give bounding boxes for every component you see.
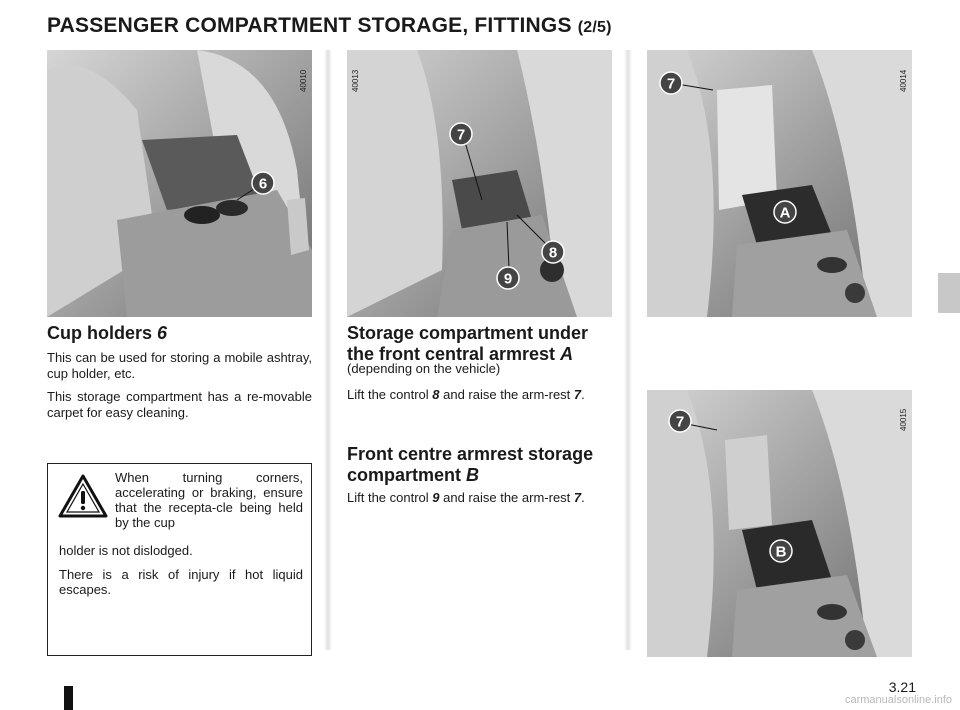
callout-8: 8 [549,245,557,262]
figure-ref-1: 40010 [299,69,308,92]
heading-storage-under: Storage compartment under the front cent… [347,323,617,365]
heading-front-centre-line1: Front centre armrest storage [347,444,594,464]
control-ref-8: 8 [432,387,440,402]
armrest-ref-7: 7 [573,490,582,505]
warning-box: When turning corners, accelerating or br… [47,463,312,656]
storage-under-text-end: . [581,387,585,402]
callout-7: 7 [676,414,684,431]
figure-cup-holders: 6 [47,50,312,317]
figure-ref-4: 40015 [899,408,908,431]
figure-ref-3: 40014 [899,69,908,92]
callout-7: 7 [667,76,675,93]
cup-holders-para-2: This storage compartment has a re-movabl… [47,389,312,420]
heading-cup-holders-text: Cup holders [47,323,158,343]
warning-text-1-cont: holder is not dislodged. [59,543,193,558]
callout-7: 7 [457,127,465,144]
figure-armrest-controls: 7 8 9 [347,50,612,317]
page-title-text: PASSENGER COMPARTMENT STORAGE, FITTINGS [47,14,572,37]
heading-storage-under-line2: the front central armrest [347,344,561,364]
front-centre-instructions: Lift the control 9 and raise the arm-res… [347,490,612,506]
front-centre-text-pre: Lift the control [347,490,433,505]
callout-6: 6 [259,176,267,193]
storage-under-note: (depending on the vehicle) [347,361,501,376]
control-ref-9: 9 [432,490,440,505]
callout-a: A [780,205,791,222]
column-divider-left [324,50,332,650]
chapter-tab [938,273,960,313]
warning-text-1: When turning corners, accelerating or br… [115,470,303,530]
heading-front-centre-ref: B [466,465,480,485]
page-indicator: (2/5) [577,19,612,36]
page-number: 3.21 [888,679,916,695]
heading-storage-under-line1: Storage compartment under [347,323,589,343]
heading-storage-under-ref: A [560,344,574,364]
storage-under-text-mid: and raise the arm-rest [439,387,574,402]
heading-cup-holders: Cup holders 6 [47,323,167,344]
watermark: carmanualsonline.info [844,694,952,706]
front-centre-text-end: . [581,490,585,505]
callout-b: B [776,544,787,561]
page-title: PASSENGER COMPARTMENT STORAGE, FITTINGS … [47,14,612,38]
callout-9: 9 [504,271,512,288]
cup-holders-para-1: This can be used for storing a mobile as… [47,350,312,381]
heading-front-centre: Front centre armrest storage compartment… [347,444,617,486]
figure-storage-b: 7 B [647,390,912,657]
storage-under-text-pre: Lift the control [347,387,433,402]
figure-ref-2: 40013 [351,69,360,92]
footer-mark [64,686,73,710]
storage-under-instructions: Lift the control 8 and raise the arm-res… [347,387,612,403]
heading-front-centre-line2: compartment [347,465,467,485]
front-centre-text-mid: and raise the arm-rest [439,490,574,505]
warning-triangle-icon [58,474,108,518]
heading-cup-holders-ref: 6 [157,323,168,343]
column-divider-right [624,50,632,650]
armrest-ref-7: 7 [573,387,582,402]
warning-text-2: There is a risk of injury if hot liquid … [59,567,303,597]
figure-storage-a: 7 A [647,50,912,317]
